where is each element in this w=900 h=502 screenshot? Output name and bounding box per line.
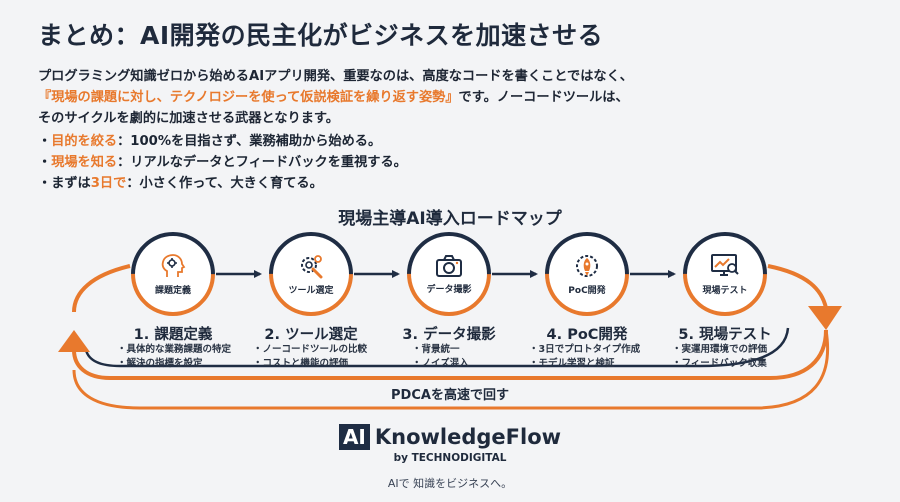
step-item: ・モデル学習と検証 xyxy=(529,358,615,369)
brand-wordmark: AI KnowledgeFlow xyxy=(338,424,562,450)
intro-highlight: 現場の課題に対し、テクノロジーを使って仮説検証を繰り返す姿勢 xyxy=(51,90,446,105)
bullet-text: ：リアルなデータとフィードバックを重視する。 xyxy=(117,155,407,170)
bullet-key: 3日で xyxy=(90,176,127,191)
step-circle-label: データ撮影 xyxy=(426,284,472,295)
bullet-text: ：100%を目指さず、業務補助から始める。 xyxy=(117,134,382,149)
step-item: ・解決の指標を設定 xyxy=(117,358,203,369)
bullet-key: 現場を知る xyxy=(51,155,118,170)
loop-bottom-orange xyxy=(72,329,828,380)
step-circle-5: 現場テスト xyxy=(665,214,785,334)
loop-inner-navy xyxy=(84,327,790,368)
bullet-list: ・目的を絞る：100%を目指さず、業務補助から始める。 ・現場を知る：リアルなデ… xyxy=(38,131,407,194)
bullet-item: ・目的を絞る：100%を目指さず、業務補助から始める。 xyxy=(38,131,407,152)
page-title: まとめ：AI開発の民主化がビジネスを加速させる xyxy=(38,21,604,50)
intro-close-quote: 』 xyxy=(445,90,459,105)
brand-tagline: AIで 知識をビジネスへ。 xyxy=(387,477,513,490)
bullet-mark: ・ xyxy=(38,134,52,149)
brand-ai-box: AI xyxy=(338,424,370,450)
step-circle-label: PoC開発 xyxy=(568,285,606,296)
step-items-1: ・具体的な業務課題の特定 ・解決の指標を設定 xyxy=(117,343,287,371)
loop-outer-right xyxy=(767,264,828,309)
bullet-item: ・現場を知る：リアルなデータとフィードバックを重視する。 xyxy=(38,152,407,173)
intro-open-quote: 『 xyxy=(38,90,52,105)
bullet-prefix: まずは xyxy=(51,176,91,191)
step-items-2: ・ノーコードツールの比較 ・コストと機能の評価 xyxy=(253,343,423,371)
step-item: ・ノーコードツールの比較 xyxy=(253,344,368,355)
step-title-4: 4. PoC開発 xyxy=(546,327,628,343)
step-circle-4: PoC開発 xyxy=(527,214,647,334)
bullet-text: ：小さく作って、大きく育てる。 xyxy=(126,176,323,191)
pdca-label: PDCAを高速で回す xyxy=(391,388,509,403)
step-item: ・3日でプロトタイプ作成 xyxy=(529,344,641,355)
step-circle-label: 課題定義 xyxy=(154,285,191,296)
camera-icon xyxy=(435,254,463,278)
wrench-gear-icon xyxy=(297,253,325,279)
bullet-item: ・まずは3日で：小さく作って、大きく育てる。 xyxy=(38,173,407,194)
intro-line-2: 『現場の課題に対し、テクノロジーを使って仮説検証を繰り返す姿勢』です。ノーコード… xyxy=(38,87,868,108)
step-item: ・背景統一 xyxy=(412,344,460,355)
step-circle-2: ツール選定 xyxy=(251,214,371,334)
step-title-2: 2. ツール選定 xyxy=(264,327,358,343)
roadmap-title: 現場主導AI導入ロードマップ xyxy=(338,209,562,229)
intro-text: プログラミング知識ゼロから始めるAIアプリ開発、重要なのは、高度なコードを書くこ… xyxy=(38,66,868,129)
intro-after-highlight: です。ノーコードツールは、 xyxy=(458,90,629,105)
bullet-key: 目的を絞る xyxy=(51,134,118,149)
intro-line-1: プログラミング知識ゼロから始めるAIアプリ開発、重要なのは、高度なコードを書くこ… xyxy=(38,69,633,84)
step-item: ・ノイズ混入 xyxy=(412,358,469,369)
step-circle-3: データ撮影 xyxy=(389,214,509,334)
step-circle-1: 課題定義 xyxy=(113,214,233,334)
step-items-3: ・背景統一 ・ノイズ混入 xyxy=(412,343,582,371)
intro-line-3: そのサイクルを劇的に加速させる武器となります。 xyxy=(38,111,339,126)
monitor-chart-icon xyxy=(710,253,740,279)
step-item: ・具体的な業務課題の特定 xyxy=(117,344,232,355)
bullet-mark: ・ xyxy=(38,176,52,191)
head-gear-icon xyxy=(159,253,187,279)
loop-left-arrowhead xyxy=(58,330,90,352)
loop-outer-left xyxy=(72,264,131,313)
brand-logo: AI KnowledgeFlow by TECHNODIGITAL xyxy=(0,424,900,464)
step-title-5: 5. 現場テスト xyxy=(678,327,772,343)
brand-name: KnowledgeFlow xyxy=(374,425,562,449)
step-title-1: 1. 課題定義 xyxy=(133,327,213,343)
rocket-gear-icon xyxy=(573,253,601,279)
loop-lower-orange xyxy=(72,329,829,410)
bullet-mark: ・ xyxy=(38,155,52,170)
step-item: ・実運用環境での評価 xyxy=(672,344,768,355)
step-circle-label: 現場テスト xyxy=(702,285,748,296)
step-items-4: ・3日でプロトタイプ作成 ・モデル学習と検証 xyxy=(529,343,699,371)
step-items-5: ・実運用環境での評価 ・フィードバック収集 xyxy=(672,343,842,371)
step-circle-label: ツール選定 xyxy=(288,285,334,296)
brand-sub: by TECHNODIGITAL xyxy=(393,452,507,464)
step-title-3: 3. データ撮影 xyxy=(402,327,496,343)
loop-right-arrowhead xyxy=(808,306,842,330)
step-item: ・コストと機能の評価 xyxy=(253,358,349,369)
step-item: ・フィードバック収集 xyxy=(672,358,767,369)
